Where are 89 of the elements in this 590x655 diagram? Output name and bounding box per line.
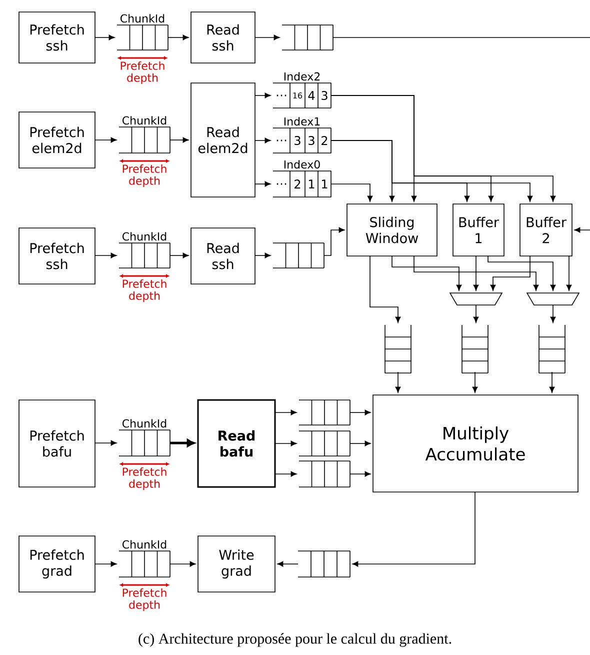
arrow <box>370 256 401 323</box>
queue-symbol <box>462 324 488 374</box>
caption: (c) Architecture proposée pour le calcul du gradient. <box>138 633 452 647</box>
process-box: Read bafu <box>197 399 276 488</box>
process-box: Read ssh <box>190 228 256 284</box>
arrow <box>350 440 371 446</box>
depth-label: Prefetch depth <box>122 467 166 490</box>
arrow <box>274 471 297 477</box>
cell-value: 2 <box>322 136 328 145</box>
cell-value: 1 <box>309 180 314 188</box>
process-box: Write grad <box>198 536 276 592</box>
arrow <box>324 227 345 256</box>
queue-symbol <box>282 24 334 50</box>
process-box: Read elem2d <box>190 82 256 198</box>
process-box: Buffer 2 <box>520 204 572 256</box>
queue-symbol <box>298 400 350 426</box>
arrow <box>254 252 271 258</box>
cell-value: 3 <box>308 136 314 146</box>
depth-label: Prefetch depth <box>122 164 166 188</box>
arrow <box>254 181 271 187</box>
arrow <box>94 137 117 143</box>
arrow <box>277 561 298 567</box>
arrow <box>170 439 195 447</box>
arrow <box>488 256 556 291</box>
arrow <box>473 256 479 291</box>
queue-label: Index0 <box>284 160 320 169</box>
cell-value: … <box>276 140 286 142</box>
arrow <box>392 256 462 291</box>
depth-label: Prefetch depth <box>120 61 164 84</box>
arrow <box>254 92 271 98</box>
arrow <box>94 34 115 40</box>
arrow <box>414 256 539 291</box>
depth-label: Prefetch depth <box>122 279 166 302</box>
arrow <box>490 256 530 291</box>
queue-symbol <box>384 324 412 374</box>
queue-label: ChunkId <box>122 540 166 549</box>
arrow <box>94 561 117 567</box>
cell-value: 4 <box>308 91 315 100</box>
arrow <box>168 34 189 40</box>
cell-value: … <box>276 183 286 185</box>
process-box: Prefetch ssh <box>18 228 96 284</box>
arrow <box>352 492 476 567</box>
arrow <box>550 304 556 323</box>
arrow <box>549 372 555 393</box>
arrow <box>330 184 373 202</box>
process-box: Prefetch elem2d <box>18 112 96 168</box>
arrow <box>94 440 117 446</box>
arrow <box>170 137 189 143</box>
cell-value: 3 <box>322 90 328 100</box>
queue-label: ChunkId <box>122 419 166 428</box>
arrow <box>330 95 556 202</box>
queue-label: Index2 <box>284 72 320 81</box>
cell-value: 3 <box>294 136 300 146</box>
arrow <box>350 471 371 477</box>
queue-symbol <box>272 242 324 268</box>
arrow <box>274 410 297 416</box>
queue-label: ChunkId <box>122 116 166 125</box>
arrow <box>170 252 189 258</box>
arrow <box>395 372 401 393</box>
queue-symbol <box>298 550 350 578</box>
queue-symbol <box>298 460 350 488</box>
queue-symbol <box>538 324 566 374</box>
arrow <box>274 440 297 446</box>
cell-value: 16 <box>293 92 302 99</box>
process-box: Sliding Window <box>346 204 438 256</box>
cell-value: … <box>276 94 286 96</box>
arrow <box>94 252 117 258</box>
process-box: Prefetch bafu <box>18 400 96 488</box>
process-box: Buffer 1 <box>452 204 504 256</box>
queue-label: ChunkId <box>122 232 166 241</box>
process-box: Prefetch grad <box>18 536 96 592</box>
cell-value: 1 <box>322 180 328 188</box>
arrow <box>473 304 479 323</box>
arrow <box>254 34 280 40</box>
queue-label: Index1 <box>284 117 320 126</box>
arrow <box>350 410 371 416</box>
process-box: Prefetch ssh <box>18 12 96 64</box>
arrow <box>330 140 533 202</box>
arrow <box>566 256 572 291</box>
arrow <box>254 138 271 144</box>
cell-value: 2 <box>294 180 300 188</box>
arrow <box>472 372 478 393</box>
process-box: Multiply Accumulate <box>372 394 578 492</box>
queue-symbol <box>298 430 350 456</box>
queue-label: ChunkId <box>120 14 164 23</box>
process-box: Read ssh <box>190 12 256 64</box>
depth-label: Prefetch depth <box>122 588 166 612</box>
arrow <box>170 561 196 567</box>
arrow <box>574 227 590 233</box>
